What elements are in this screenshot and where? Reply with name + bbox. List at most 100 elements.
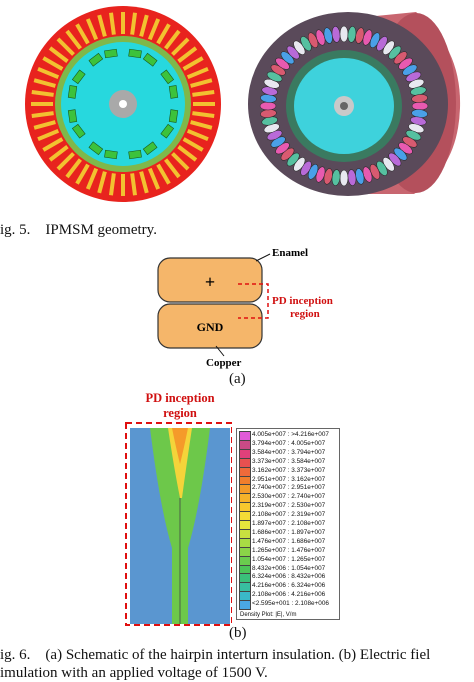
fig6b-legend: Density Plot: |E|, V/m 4.005e+007 : >4.2… (236, 428, 340, 620)
stator-slot (190, 120, 213, 130)
stator-slot (186, 66, 209, 80)
copper-arrow (215, 345, 225, 357)
legend-entry-label: 3.794e+007 : 4.005e+007 (252, 439, 326, 447)
pd-label-line1: PD inception (272, 295, 333, 307)
fig5-caption-text: IPMSM geometry. (45, 222, 157, 238)
stator-slot (56, 152, 75, 171)
rotor-magnet-pair (104, 48, 142, 59)
stator-slot (139, 171, 149, 194)
hairpin-coil (339, 25, 349, 43)
stator-slot (42, 56, 64, 71)
stator-slot (109, 173, 116, 196)
stator-slot (31, 90, 54, 97)
legend-entry-label: 1.686e+007 : 1.897e+007 (252, 528, 326, 536)
fig5-caption-label: ig. 5. (0, 222, 31, 238)
pd-bracket (238, 283, 269, 319)
legend-swatch (239, 600, 251, 611)
stator-slot (33, 120, 56, 130)
legend-entry-label: 1.476e+007 : 1.686e+007 (252, 537, 326, 545)
fig6-caption-line1: ig. 6. (a) Schematic of the hairpin inte… (0, 646, 430, 664)
stator-slot (85, 18, 99, 41)
stator-slot (192, 90, 215, 97)
legend-entry-label: 1.054e+007 : 1.265e+007 (252, 555, 326, 563)
fig5-stator-cross-section (25, 6, 221, 202)
legend-entry-label: <2.595e+001 : 2.108e+006 (252, 600, 329, 608)
pd-label-line2: region (290, 308, 320, 320)
stator-slot (192, 111, 215, 118)
rotor-magnet-pair (71, 52, 104, 85)
hairpin-coil (339, 169, 349, 187)
copper-label: Copper (206, 357, 242, 369)
legend-entry-label: 2.319e+007 : 2.530e+007 (252, 502, 326, 510)
rotor-magnet-pair (104, 149, 142, 160)
rotor-magnet-pair (142, 123, 175, 156)
stator-slot (42, 137, 64, 152)
stator-slot (190, 78, 213, 88)
stator-slot (130, 173, 137, 196)
rotor-magnet-pair (67, 85, 78, 123)
stator-slot (85, 167, 99, 190)
stator-slot (48, 46, 69, 63)
fig6-caption-line2: imulation with an applied voltage of 150… (0, 665, 268, 681)
legend-entry-label: 2.530e+007 : 2.740e+007 (252, 493, 326, 501)
rotor-magnet-pair (71, 123, 104, 156)
enamel-label: Enamel (272, 247, 308, 259)
fig5-3d-motor-view (248, 12, 461, 196)
upper-conductor (157, 257, 263, 303)
stator-slot (139, 14, 149, 37)
legend-entry-label: 8.432e+006 : 1.054e+007 (252, 564, 326, 572)
hairpin-coil (259, 101, 277, 111)
stator-slot (48, 145, 69, 162)
legend-entry-label: 1.265e+007 : 1.476e+007 (252, 546, 326, 554)
stator-slot (31, 111, 54, 118)
left-gap-region (130, 428, 172, 624)
stator-slot (56, 37, 75, 56)
stator-slot (177, 145, 198, 162)
legend-entry-label: 1.897e+007 : 2.108e+007 (252, 520, 326, 527)
stator-slot (164, 29, 181, 50)
gnd-label: GND (197, 320, 224, 334)
legend-entry-label: 2.951e+007 : 3.162e+007 (252, 475, 326, 483)
fig6a-sublabel: (a) (229, 371, 246, 387)
hotspot-core (172, 428, 188, 464)
legend-entry-label: 3.584e+007 : 3.794e+007 (252, 448, 326, 456)
stator-slot (171, 152, 190, 171)
stator-slot (37, 66, 60, 80)
legend-entry-label: 2.108e+006 : 4.216e+006 (252, 591, 326, 599)
pd-dashed-box (125, 422, 232, 626)
stator-slot (75, 163, 90, 185)
stator-slot (97, 14, 107, 37)
plus-label: + (205, 272, 215, 292)
stator-slot (37, 128, 60, 142)
stator-slot (109, 12, 116, 35)
legend-footer: Density Plot: |E|, V/m (240, 612, 297, 618)
legend-entry-label: 4.216e+006 : 6.324e+006 (252, 582, 326, 590)
fig6b-title-line1: PD inception (145, 391, 214, 405)
legend-entry-label: 2.108e+007 : 2.319e+007 (252, 511, 326, 519)
rotor-magnet-pair (142, 52, 175, 85)
enamel-arrow (255, 253, 271, 262)
stator-slot (97, 171, 107, 194)
hairpin-coil (411, 94, 428, 103)
stator-slot (182, 137, 204, 152)
fig6b-title-line2: region (163, 406, 197, 420)
stator-slot (182, 56, 204, 71)
rotor-magnet-pair (168, 85, 179, 123)
fig6b-field-plot: PD inception region (125, 391, 232, 626)
fig6-caption-text1: (a) Schematic of the hairpin interturn i… (45, 647, 431, 663)
hairpin-coil (411, 101, 429, 111)
stator-slot (33, 78, 56, 88)
fig5-caption: ig. 5. IPMSM geometry. (0, 221, 157, 239)
stator-slot (75, 23, 90, 45)
lower-conductor (157, 303, 263, 349)
stator-slot (147, 167, 161, 190)
stator-slot (130, 12, 137, 35)
legend-entry-label: 6.324e+006 : 8.432e+006 (252, 573, 326, 581)
stator-slot (156, 163, 171, 185)
stator-slot (156, 23, 171, 45)
legend-entry-label: 3.162e+007 : 3.373e+007 (252, 466, 326, 474)
right-gap-region (188, 428, 230, 624)
fig6-caption-label: ig. 6. (0, 647, 31, 663)
stator-slot (147, 18, 161, 41)
stator-slot (186, 128, 209, 142)
